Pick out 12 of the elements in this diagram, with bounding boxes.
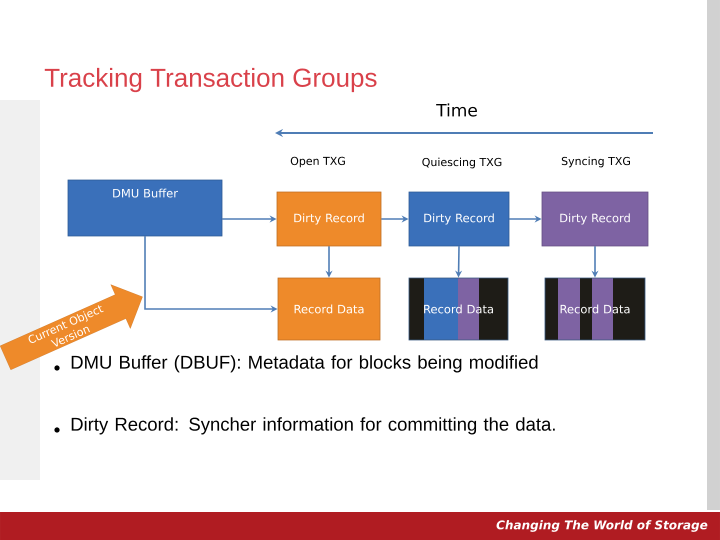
footer-slogan: Changing The World of Storage <box>496 520 708 532</box>
dmu-buffer-box: DMU Buffer <box>68 180 222 236</box>
dirty-record-box: Dirty Record <box>408 192 510 246</box>
dirty-record-box: Dirty Record <box>276 192 382 246</box>
dirty-record-box: Dirty Record <box>542 192 648 246</box>
record-data-box: Record Data <box>278 278 380 340</box>
column-heading: Quiescing TXG <box>422 158 502 168</box>
column-heading: Syncing TXG <box>562 156 630 168</box>
axis-title: Time <box>436 103 477 117</box>
column-heading: Open TXG <box>290 156 345 168</box>
title: Tracking Transaction Groups <box>44 68 377 92</box>
bullet-text: Dirty Record: Syncher information for committing the data. <box>72 417 555 434</box>
